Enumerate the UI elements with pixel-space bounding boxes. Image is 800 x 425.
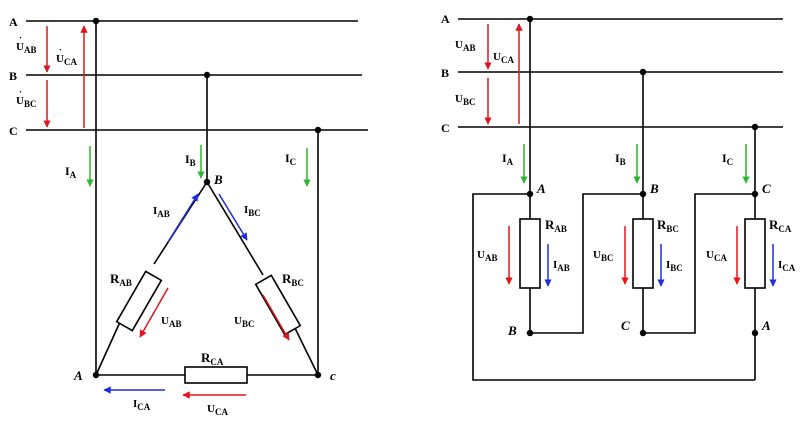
right-resistor-ca	[744, 218, 766, 289]
left-uab-phase-arrow	[139, 287, 169, 338]
right-ubc-label: UBC	[455, 93, 475, 107]
right-bottom-node-c: C	[621, 318, 630, 333]
left-ibc-label: IBC	[244, 204, 261, 218]
left-ubc-label: UBC	[16, 95, 36, 109]
right-uab-label: UAB	[455, 39, 475, 53]
right-bus-a-label: A	[441, 12, 450, 26]
right-ib-label: IB	[615, 151, 626, 167]
left-iab-arrow	[167, 193, 199, 243]
right-rca-label: RCA	[769, 217, 792, 234]
right-top-node-b: B	[649, 181, 659, 196]
left-rbc-label: RBC	[282, 271, 304, 288]
left-edge-bc-top	[206, 181, 264, 276]
left-ib-label: IB	[185, 152, 196, 168]
left-ubc-phase-label: UBC	[234, 315, 254, 329]
right-resistor-bc	[632, 218, 654, 289]
right-junction-dots	[526, 15, 759, 337]
left-ic-label: IC	[285, 151, 296, 167]
right-uca-phase-label: UCA	[706, 249, 727, 263]
right-bottom-node-b: B	[507, 323, 517, 338]
svg-text:·: ·	[19, 33, 22, 43]
left-uab-phase-label: UAB	[161, 315, 181, 329]
left-uca-phase-label: UCA	[207, 403, 228, 417]
right-iab-label: IAB	[553, 259, 570, 273]
right-unfolded-diagram: A B C UAB UCA UBC IA	[441, 12, 796, 381]
right-top-node-c: C	[762, 181, 771, 196]
left-ubc-phase-arrow	[262, 294, 290, 341]
right-uca-label: UCA	[493, 51, 514, 65]
right-ubc-phase-label: UBC	[593, 249, 613, 263]
left-ica-label: ICA	[133, 398, 151, 412]
right-ica-label: ICA	[778, 259, 796, 273]
left-resistor-bc	[254, 274, 302, 336]
left-voltage-dots: · · ·	[19, 33, 62, 97]
right-bus-lines	[458, 18, 783, 128]
right-wire-b-link	[530, 193, 643, 334]
left-ia-label: IA	[65, 164, 77, 180]
right-top-node-a: A	[536, 181, 546, 196]
svg-text:·: ·	[19, 87, 22, 97]
right-bottom-node-a: A	[761, 318, 771, 333]
left-node-a: A	[73, 368, 83, 383]
left-bus-c-label: C	[9, 124, 18, 138]
left-bus-lines	[26, 20, 368, 131]
svg-text:·: ·	[59, 45, 62, 55]
right-rab-label: RAB	[545, 217, 567, 234]
right-ia-label: IA	[502, 151, 514, 167]
left-uab-label: UAB	[16, 41, 36, 55]
left-uca-label: UCA	[56, 53, 77, 67]
right-uab-phase-label: UAB	[477, 249, 497, 263]
left-rab-label: RAB	[110, 271, 132, 288]
right-ibc-label: IBC	[666, 259, 683, 273]
left-node-c: c	[330, 368, 336, 383]
left-rca-label: RCA	[201, 350, 224, 367]
right-rbc-label: RBC	[657, 217, 679, 234]
left-iab-label: IAB	[153, 205, 170, 219]
left-delta-diagram: A B C UAB UCA UBC · · ·	[9, 15, 368, 417]
left-ibc-arrow	[218, 193, 248, 241]
right-ic-label: IC	[722, 151, 733, 167]
left-junction-dots	[92, 17, 322, 379]
left-resistor-ca	[184, 366, 248, 384]
right-wire-return-loop	[472, 193, 755, 381]
right-resistor-ab	[519, 218, 541, 289]
right-wire-c-link	[643, 193, 755, 334]
right-bus-b-label: B	[441, 66, 449, 80]
left-node-b: B	[213, 172, 223, 187]
left-edge-bc-bottom	[292, 323, 319, 376]
left-bus-b-label: B	[9, 69, 17, 83]
left-bus-a-label: A	[9, 15, 18, 29]
right-bus-c-label: C	[441, 121, 450, 135]
left-resistor-ab	[115, 270, 163, 332]
